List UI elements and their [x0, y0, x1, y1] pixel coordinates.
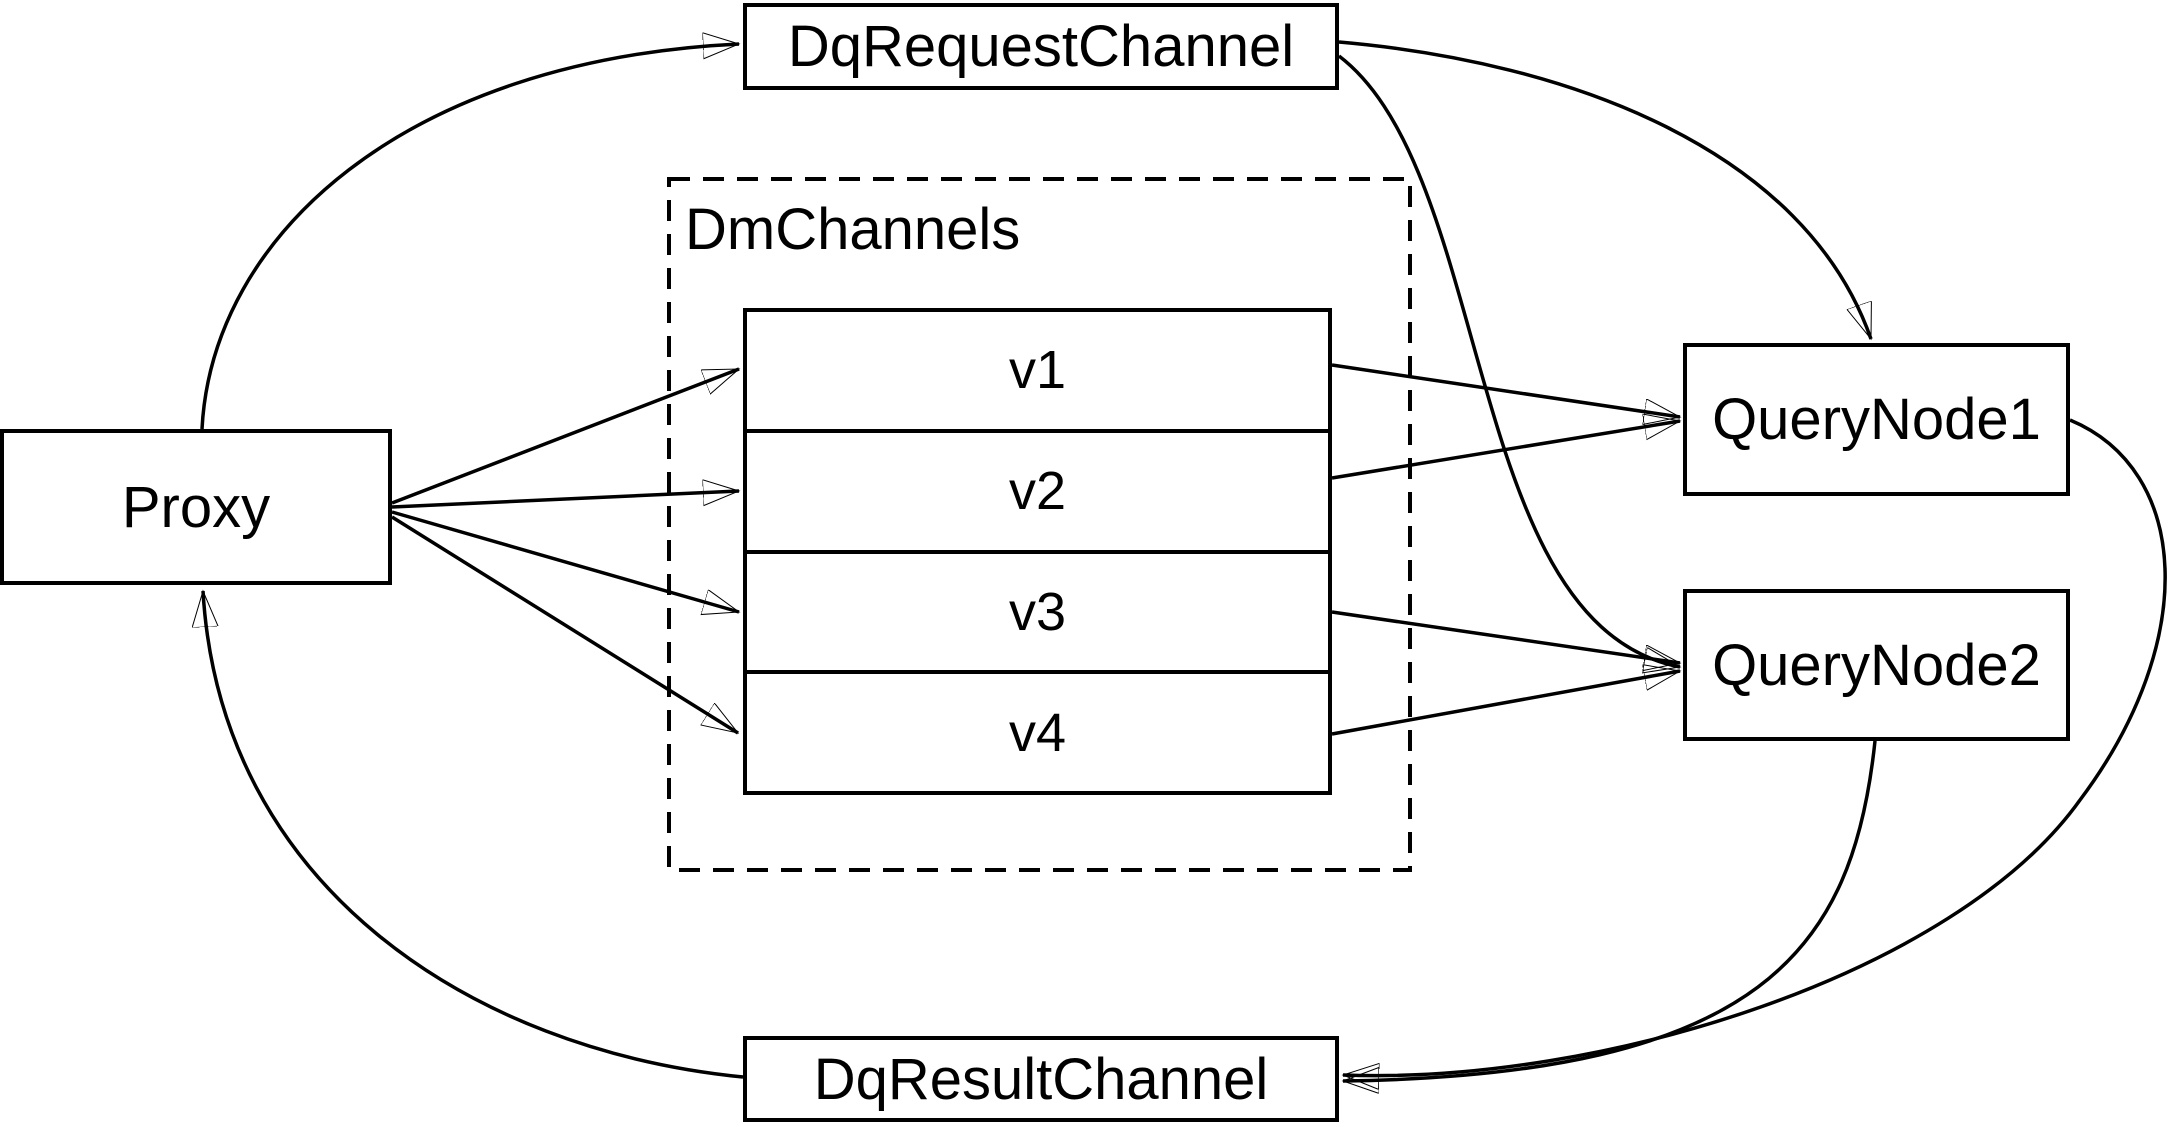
- dq-result-channel-label: DqResultChannel: [813, 1046, 1269, 1112]
- channel-row-v1: v1: [747, 312, 1328, 429]
- channel-row-v3: v3: [747, 549, 1328, 671]
- query-node-2: QueryNode2: [1683, 589, 2070, 741]
- edge-v3-to-query-node-2: [1331, 610, 1680, 663]
- edge-query-node-1-to-dq-result: [1343, 418, 2167, 1076]
- proxy-label: Proxy: [121, 474, 271, 540]
- channel-v2-label: v2: [1008, 461, 1067, 522]
- edge-dq-request-to-query-node-1: [1338, 40, 1873, 339]
- query-node-1-label: QueryNode1: [1712, 387, 2041, 452]
- query-node-1: QueryNode1: [1683, 343, 2070, 496]
- edge-dq-result-to-proxy: [203, 591, 744, 1079]
- query-node-2-label: QueryNode2: [1712, 632, 2041, 698]
- edge-query-node-2-to-dq-result: [1343, 740, 1877, 1081]
- channel-row-v4: v4: [747, 670, 1328, 791]
- edge-v1-to-query-node-1: [1331, 363, 1680, 417]
- edge-proxy-to-v1: [391, 367, 739, 505]
- edge-v4-to-query-node-2: [1331, 671, 1680, 736]
- edge-proxy-to-v4: [391, 515, 738, 735]
- edge-proxy-to-v3: [391, 510, 739, 612]
- dm-channels-stack: v1 v2 v3 v4: [743, 308, 1332, 795]
- dq-request-channel-node: DqRequestChannel: [743, 3, 1339, 90]
- edge-proxy-to-dq-request-channel: [200, 44, 739, 430]
- proxy-node: Proxy: [0, 429, 392, 585]
- edge-proxy-to-v2: [391, 491, 739, 509]
- dm-channels-group-label: DmChannels: [685, 197, 1021, 262]
- channel-v1-label: v1: [1008, 340, 1067, 401]
- channel-v3-label: v3: [1008, 581, 1067, 642]
- channel-v4-label: v4: [1008, 702, 1067, 763]
- dq-result-channel-node: DqResultChannel: [743, 1036, 1339, 1122]
- edge-v2-to-query-node-1: [1331, 421, 1680, 480]
- dq-request-channel-label: DqRequestChannel: [787, 14, 1295, 79]
- channel-row-v2: v2: [747, 428, 1328, 550]
- edge-dq-request-to-query-node-2: [1337, 54, 1680, 667]
